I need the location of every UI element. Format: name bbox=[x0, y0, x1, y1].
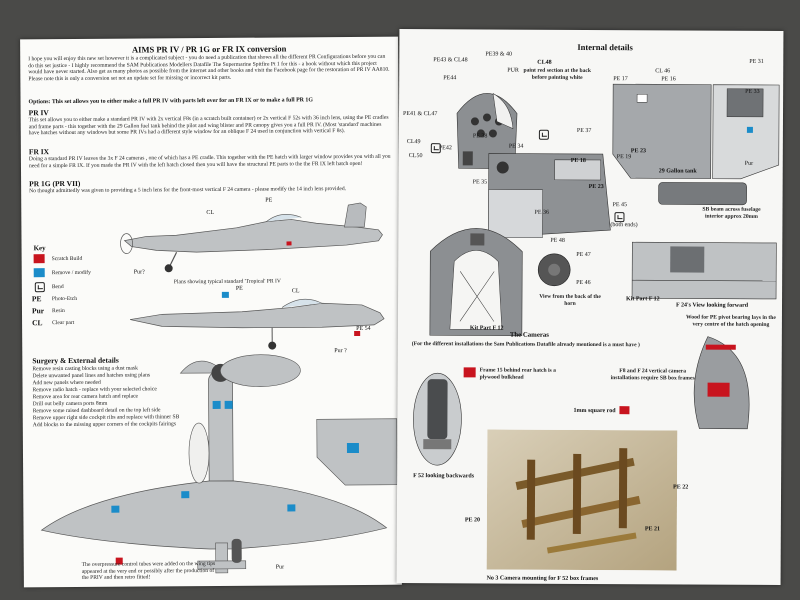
key-label-pe: Photo-Etch bbox=[51, 295, 78, 303]
label-pe45: PE 45 bbox=[612, 202, 628, 209]
key-label-bend: Bend bbox=[51, 284, 64, 291]
label-pe-top: PE bbox=[265, 197, 273, 204]
tank-structure-drawing bbox=[488, 153, 611, 239]
kit-part-f12-label-2: Kit Part F 12 bbox=[626, 296, 660, 303]
photo-caption: No 3 Camera mounting for F 52 box frames bbox=[486, 575, 599, 583]
label-pur-cockpit: PUR bbox=[507, 67, 519, 74]
frame15-note: Frame 15 behind rear hatch is a plywood … bbox=[479, 367, 556, 381]
key-label-cl: Clear part bbox=[52, 319, 75, 327]
kit-part-f12-label: Kit Part F 12 bbox=[469, 325, 504, 332]
tank-caption: 29 Gallon tank bbox=[658, 168, 697, 175]
label-pe39-40: PE39 & 40 bbox=[485, 51, 513, 58]
belly-plan-drawing bbox=[40, 354, 388, 574]
cameras-subheading: (For the different installations the Sam… bbox=[411, 341, 640, 349]
cockpit-panel-drawing bbox=[456, 93, 518, 169]
label-pe-plan: PE bbox=[235, 285, 243, 292]
camera-mounting-photo bbox=[486, 429, 678, 571]
label-cl-top: CL bbox=[206, 209, 215, 217]
f8-f24-note: F8 and F 24 vertical camera installation… bbox=[610, 368, 695, 382]
key-label-remove: Remove / modify bbox=[51, 269, 91, 277]
right-instruction-page: Internal details PE43 & CL48 PE39 & 40 P… bbox=[396, 28, 784, 586]
bend-icon-cockpit bbox=[538, 129, 549, 140]
square-rod-swatch bbox=[619, 406, 630, 415]
f24-view-drawing bbox=[631, 241, 777, 300]
pr4-text: This set allows you to either make a sta… bbox=[28, 114, 389, 137]
f52-backwards-caption: F 52 looking backwards bbox=[413, 473, 475, 480]
f52-camera-drawing bbox=[413, 372, 462, 466]
fr9-heading: FR IX bbox=[28, 147, 50, 157]
label-pe31: PE 31 bbox=[749, 58, 764, 65]
label-pe17: PE 17 bbox=[613, 76, 628, 83]
key-sym-pe: PE bbox=[31, 294, 42, 304]
label-pe33: PE 33 bbox=[745, 88, 760, 95]
label-cl-plan: CL bbox=[291, 288, 300, 295]
label-pe46: PE 46 bbox=[576, 279, 591, 287]
intro-paragraph: I hope you will enjoy this new set howev… bbox=[28, 53, 390, 83]
pr1g-heading: PR 1G (PR VII) bbox=[29, 178, 81, 189]
label-pur-frame: Pur bbox=[744, 160, 754, 167]
options-heading: Options: This set allows you to either m… bbox=[28, 97, 313, 106]
horn-back-drawing bbox=[537, 253, 571, 287]
fuel-tank-drawing bbox=[658, 182, 747, 206]
label-pe21: PE 21 bbox=[644, 526, 661, 533]
label-cl49: CL49 bbox=[406, 139, 421, 146]
key-label-scratch: Scratch Build bbox=[51, 255, 83, 263]
label-pe35: PE 35 bbox=[472, 179, 488, 186]
scratch-build-swatch bbox=[33, 254, 45, 264]
frame-structure-drawing bbox=[612, 83, 780, 180]
label-pe18: PE 18 bbox=[570, 157, 586, 164]
label-cl48: CL48 bbox=[537, 59, 552, 66]
label-cl50: CL50 bbox=[408, 153, 423, 160]
label-pe22: PE 22 bbox=[673, 484, 689, 491]
label-pe16: PE 16 bbox=[661, 76, 676, 83]
label-pe19: PE 19 bbox=[616, 154, 632, 161]
label-pe34: PE 34 bbox=[508, 143, 524, 150]
key-sym-pur: Pur bbox=[31, 306, 45, 316]
kit-part-f12-drawing bbox=[429, 228, 523, 336]
bend-icon bbox=[34, 282, 45, 293]
frame15-red-swatch bbox=[463, 367, 476, 378]
fuselage-detail-drawing bbox=[316, 418, 398, 486]
sb-beam-note: SB beam across fuselage interior approx … bbox=[702, 206, 761, 220]
label-pe54: PE 54 bbox=[356, 325, 371, 332]
square-rod-label: 1mm square rod bbox=[573, 407, 616, 415]
label-pe43-cl48: PE43 & CL48 bbox=[433, 57, 468, 64]
label-pe47: PE 47 bbox=[576, 251, 591, 259]
top-plan-drawing bbox=[129, 291, 385, 350]
internal-details-title: Internal details bbox=[577, 41, 633, 53]
label-cl46: CL 46 bbox=[655, 68, 671, 75]
side-profile-drawing bbox=[120, 202, 383, 273]
bend-icon-pe45 bbox=[614, 212, 625, 223]
label-pe23-tank: PE 23 bbox=[588, 183, 604, 191]
pr1g-text: No thought admittedly was given to provi… bbox=[29, 186, 347, 195]
label-pe23-frame: PE 23 bbox=[630, 148, 647, 155]
pr4-heading: PR IV bbox=[28, 108, 49, 118]
both-ends-note: (both ends) bbox=[610, 222, 638, 229]
wood-note: Wood for PE pivot bearing lays in the ve… bbox=[685, 314, 776, 328]
bend-icon-pe42 bbox=[430, 143, 441, 154]
label-pur-side: Pur? bbox=[133, 269, 145, 276]
key-sym-cl: CL bbox=[32, 318, 43, 328]
label-pe41-cl47: PE41 & CL47 bbox=[402, 111, 438, 118]
remove-modify-swatch bbox=[33, 268, 45, 278]
key-label-pur: Resin bbox=[51, 308, 65, 315]
label-pur-wing: Pur bbox=[275, 564, 285, 571]
label-pe20: PE 20 bbox=[464, 517, 481, 524]
hatch-drawing bbox=[693, 336, 750, 430]
cameras-heading: The Cameras bbox=[509, 331, 549, 339]
left-instruction-page: AIMS PR IV / PR 1G or FR IX conversion I… bbox=[20, 36, 402, 588]
wingtip-note: The overpressure control tubes were adde… bbox=[81, 560, 216, 582]
label-pe37: PE 37 bbox=[576, 127, 592, 135]
view-back-caption: View from the back of the horn bbox=[539, 293, 601, 307]
fr9-text: Doing a standard PR IV leaves the 3x F 2… bbox=[28, 153, 391, 169]
cl48-paint-note: paint red section at the back before pai… bbox=[523, 67, 592, 81]
f24-view-caption: F 24's View looking forward bbox=[675, 302, 749, 309]
label-pe38: PE 38 bbox=[472, 133, 488, 140]
key-title: Key bbox=[33, 244, 46, 253]
label-pe44: PE44 bbox=[443, 75, 457, 82]
